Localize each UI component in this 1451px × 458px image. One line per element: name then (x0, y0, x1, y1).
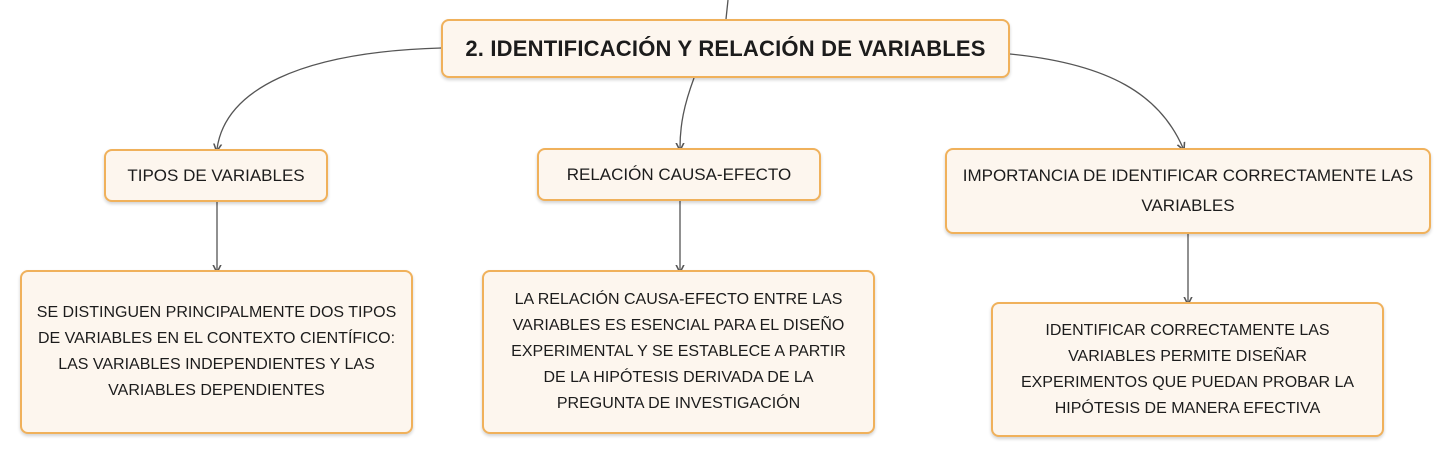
root-node-label: 2. IDENTIFICACIÓN Y RELACIÓN DE VARIABLE… (465, 35, 986, 61)
connector-incoming (725, 0, 729, 20)
branch-node-label: IMPORTANCIA DE IDENTIFICAR CORRECTAMENTE… (962, 166, 1414, 215)
branch-node-tipos-de-variables[interactable]: TIPOS DE VARIABLES (104, 149, 328, 202)
branch-node-importancia[interactable]: IMPORTANCIA DE IDENTIFICAR CORRECTAMENTE… (945, 148, 1431, 234)
branch-node-label: RELACIÓN CAUSA-EFECTO (566, 164, 792, 184)
description-text: LA RELACIÓN CAUSA-EFECTO ENTRE LAS VARIA… (511, 291, 846, 412)
connector-root-to-tipos (217, 47, 442, 149)
root-node[interactable]: 2. IDENTIFICACIÓN Y RELACIÓN DE VARIABLE… (441, 19, 1010, 78)
branch-node-relacion-causa-efecto[interactable]: RELACIÓN CAUSA-EFECTO (537, 148, 821, 201)
branch-node-label: TIPOS DE VARIABLES (127, 165, 305, 185)
description-node-importancia[interactable]: IDENTIFICAR CORRECTAMENTE LAS VARIABLES … (991, 302, 1384, 437)
description-node-tipos-de-variables[interactable]: SE DISTINGUEN PRINCIPALMENTE DOS TIPOS D… (20, 270, 413, 434)
connector-root-to-importancia (1009, 53, 1183, 148)
connector-root-to-causa (680, 77, 695, 148)
description-text: IDENTIFICAR CORRECTAMENTE LAS VARIABLES … (1020, 321, 1355, 417)
description-text: SE DISTINGUEN PRINCIPALMENTE DOS TIPOS D… (36, 304, 397, 399)
description-node-relacion-causa-efecto[interactable]: LA RELACIÓN CAUSA-EFECTO ENTRE LAS VARIA… (482, 270, 875, 434)
